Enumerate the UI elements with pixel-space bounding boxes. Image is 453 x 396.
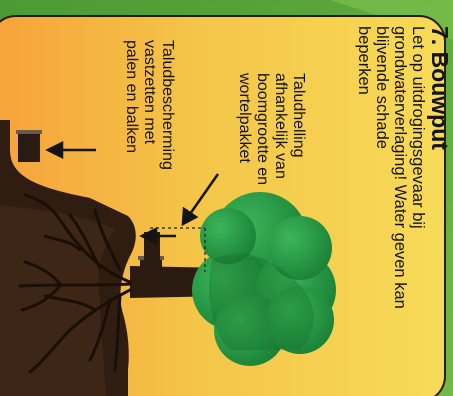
step-description-line-1: Let op uitdrogingsgevaar bij — [409, 26, 427, 386]
slope-line-2: afhankelijk van — [271, 73, 289, 185]
step-title: 7. Bouwput — [427, 26, 453, 386]
slope-annotation: Taludhelling afhankelijk van boomgrootte… — [235, 73, 307, 185]
slope-line-4: wortelpakket — [235, 73, 253, 185]
step-description-line-3: blijvende schade — [373, 26, 391, 386]
step-text-block: 7. Bouwput Let op uitdrogingsgevaar bij … — [355, 26, 453, 386]
retaining-post-top-cap — [16, 130, 42, 134]
step-description-line-4: beperken — [355, 26, 373, 386]
protection-annotation: Taludbescherming vastzetten met palen en… — [122, 40, 176, 170]
slope-line-3: boomgrootte en — [253, 73, 271, 185]
step-description-line-2: grondwaterverlaging! Water geven kan — [391, 26, 409, 386]
protection-line-2: vastzetten met — [140, 40, 158, 170]
protection-line-1: Taludbescherming — [158, 40, 176, 170]
protection-line-3: palen en balken — [122, 40, 140, 170]
soil-shadow — [0, 205, 115, 396]
slope-line-1: Taludhelling — [289, 73, 307, 185]
retaining-post-top — [18, 132, 40, 162]
